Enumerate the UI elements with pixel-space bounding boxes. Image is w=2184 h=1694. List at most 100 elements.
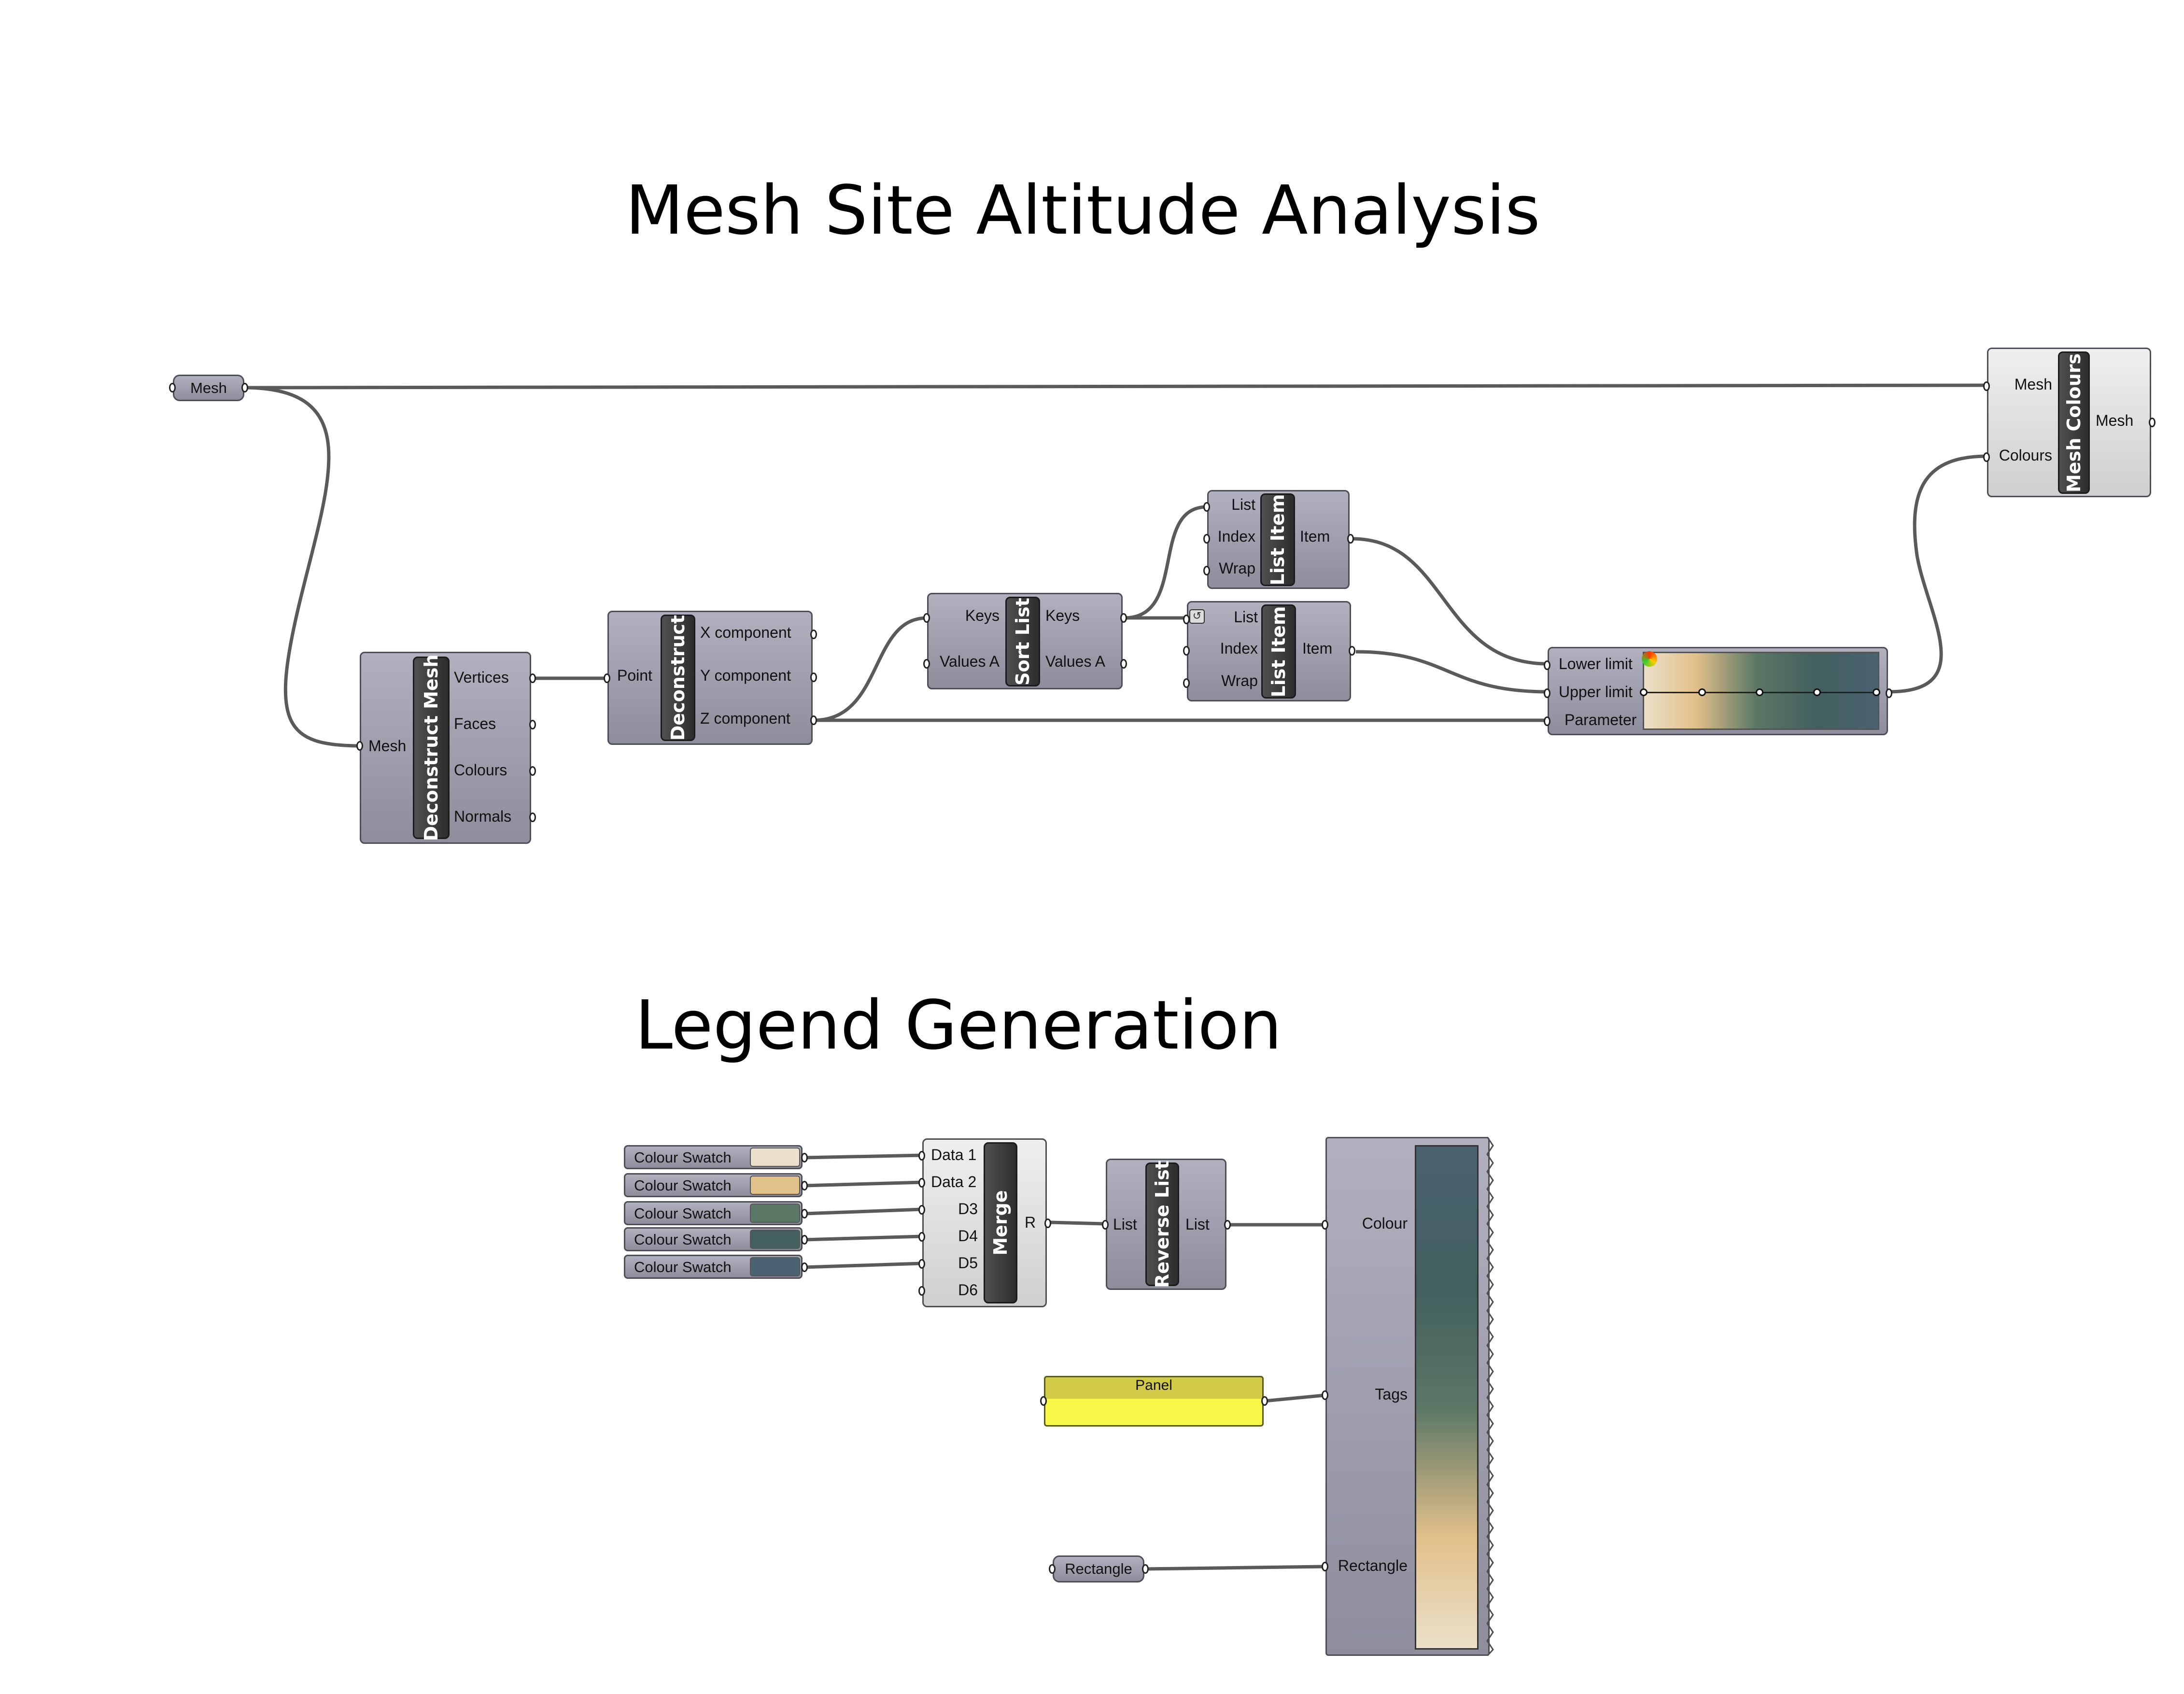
colour-swatch-3[interactable]: Colour Swatch [624, 1201, 803, 1225]
colour-swatch-1-port[interactable] [801, 1153, 808, 1162]
mesh-param-input-port[interactable] [169, 383, 176, 392]
deconstruct-mesh-colours-port[interactable] [529, 766, 536, 776]
wire-swatch2-to-merge [804, 1180, 923, 1188]
mesh-colours-colours-port[interactable] [1983, 452, 1990, 462]
wire-mesh-to-mesh-colours [243, 383, 1987, 390]
colour-swatch-4-colour[interactable] [750, 1230, 800, 1249]
sort-list-values-out-port[interactable] [1120, 659, 1127, 669]
sort-list-values-in-port[interactable] [923, 659, 930, 669]
colour-swatch-3-port[interactable] [801, 1209, 808, 1218]
legend-rectangle-port[interactable] [1322, 1562, 1328, 1571]
list-item-2-index-port[interactable] [1183, 646, 1190, 656]
deconstruct-input-point: Point [617, 667, 652, 684]
mesh-colours-output-port[interactable] [2149, 418, 2156, 427]
colour-swatch-3-colour[interactable] [750, 1204, 800, 1223]
gradient-lower-port[interactable] [1544, 660, 1550, 670]
mesh-param-label: Mesh [190, 379, 227, 396]
reverse-list-input-list: List [1113, 1216, 1137, 1233]
mesh-colours-mesh-port[interactable] [1983, 381, 1990, 391]
colour-swatch-1[interactable]: Colour Swatch [624, 1145, 803, 1169]
page-title-analysis: Mesh Site Altitude Analysis [625, 171, 1540, 250]
merge-input-data1: Data 1 [931, 1146, 977, 1163]
reverse-list-output-port[interactable] [1224, 1220, 1231, 1230]
merge-data2-port[interactable] [918, 1178, 925, 1188]
colour-swatch-5[interactable]: Colour Swatch [624, 1255, 803, 1279]
colour-swatch-2-colour[interactable] [750, 1176, 800, 1195]
gradient-upper-port[interactable] [1544, 688, 1550, 698]
colour-swatch-5-port[interactable] [801, 1262, 808, 1272]
sort-list-output-keys: Keys [1045, 607, 1080, 624]
gradient-grip-4[interactable] [1813, 688, 1821, 696]
rectangle-param-output-port[interactable] [1142, 1564, 1149, 1574]
list-item-2-title: List Item [1261, 604, 1296, 699]
list-item-1-input-index: Index [1217, 528, 1255, 545]
colour-swatch-1-colour[interactable] [750, 1148, 800, 1167]
merge-data1-port[interactable] [918, 1151, 925, 1161]
wire-item2-to-upper [1355, 650, 1548, 694]
panel-output-port[interactable] [1261, 1396, 1268, 1406]
rectangle-param-input-port[interactable] [1049, 1564, 1056, 1574]
legend-input-colour: Colour [1362, 1215, 1408, 1232]
gradient-parameter-port[interactable] [1544, 716, 1550, 726]
list-item-2-list-port[interactable] [1183, 615, 1190, 624]
sort-list-output-values: Values A [1045, 653, 1105, 670]
list-item-1-item-port[interactable] [1347, 534, 1354, 544]
list-item-2-output-item: Item [1302, 640, 1333, 657]
deconstruct-mesh-vertices-port[interactable] [529, 673, 536, 683]
list-item-1-index-port[interactable] [1203, 534, 1210, 544]
gradient-output-port[interactable] [1886, 688, 1892, 698]
mesh-param-output-port[interactable] [241, 383, 248, 392]
gradient-grip-1[interactable] [1640, 688, 1648, 696]
list-item-1-input-wrap: Wrap [1219, 560, 1255, 577]
merge-input-data2: Data 2 [931, 1173, 977, 1190]
mesh-param[interactable]: Mesh [173, 375, 244, 401]
gradient-grip-3[interactable] [1756, 688, 1763, 696]
rectangle-param-label: Rectangle [1065, 1560, 1132, 1577]
colour-swatch-5-colour[interactable] [750, 1257, 800, 1276]
mesh-colours-input-mesh: Mesh [2014, 376, 2052, 393]
wire-swatch1-to-merge [804, 1153, 923, 1160]
merge-d4-port[interactable] [918, 1232, 925, 1242]
colour-swatch-1-label: Colour Swatch [634, 1149, 732, 1166]
list-item-2-item-port[interactable] [1349, 646, 1355, 656]
deconstruct-mesh-normals-port[interactable] [529, 812, 536, 822]
list-item-2-wrap-port[interactable] [1183, 678, 1190, 688]
panel-input-port[interactable] [1040, 1396, 1047, 1406]
legend-colour-port[interactable] [1322, 1220, 1328, 1230]
deconstruct-x-port[interactable] [810, 630, 817, 639]
wire-swatch3-to-merge [804, 1207, 923, 1216]
deconstruct-mesh-output-faces: Faces [454, 715, 496, 732]
sort-list-keys-in-port[interactable] [923, 613, 930, 623]
wire-keys-to-list1 [1124, 505, 1208, 620]
gradient-preset-icon[interactable] [1642, 651, 1657, 667]
colour-swatch-2[interactable]: Colour Swatch [624, 1173, 803, 1197]
legend-tags-port[interactable] [1322, 1390, 1328, 1400]
reverse-index-icon[interactable]: ↺ [1189, 609, 1205, 624]
list-item-1-input-list: List [1231, 496, 1255, 513]
deconstruct-y-port[interactable] [810, 672, 817, 682]
wire-swatch5-to-merge [804, 1261, 923, 1269]
merge-d3-port[interactable] [918, 1205, 925, 1215]
merge-d5-port[interactable] [918, 1259, 925, 1269]
deconstruct-mesh-mesh-port[interactable] [356, 741, 363, 751]
panel[interactable]: Panel [1044, 1376, 1264, 1427]
merge-d6-port[interactable] [918, 1286, 925, 1296]
list-item-1-list-port[interactable] [1203, 502, 1210, 512]
legend-gradient-bar [1415, 1145, 1479, 1650]
rectangle-param[interactable]: Rectangle [1053, 1555, 1144, 1582]
merge-input-d6: D6 [958, 1281, 978, 1299]
merge-title: Merge [984, 1142, 1017, 1303]
deconstruct-mesh-faces-port[interactable] [529, 720, 536, 729]
deconstruct-z-port[interactable] [810, 715, 817, 725]
reverse-list-input-port[interactable] [1102, 1220, 1109, 1230]
merge-input-d4: D4 [958, 1227, 978, 1245]
colour-swatch-4[interactable]: Colour Swatch [624, 1227, 803, 1251]
colour-swatch-2-port[interactable] [801, 1181, 808, 1190]
merge-r-port[interactable] [1044, 1218, 1051, 1228]
deconstruct-point-port[interactable] [604, 673, 610, 683]
gradient-grip-2[interactable] [1698, 688, 1706, 696]
colour-swatch-4-port[interactable] [801, 1235, 808, 1245]
list-item-1-wrap-port[interactable] [1203, 566, 1210, 575]
sort-list-keys-out-port[interactable] [1120, 613, 1127, 623]
gradient-grip-5[interactable] [1873, 688, 1880, 696]
